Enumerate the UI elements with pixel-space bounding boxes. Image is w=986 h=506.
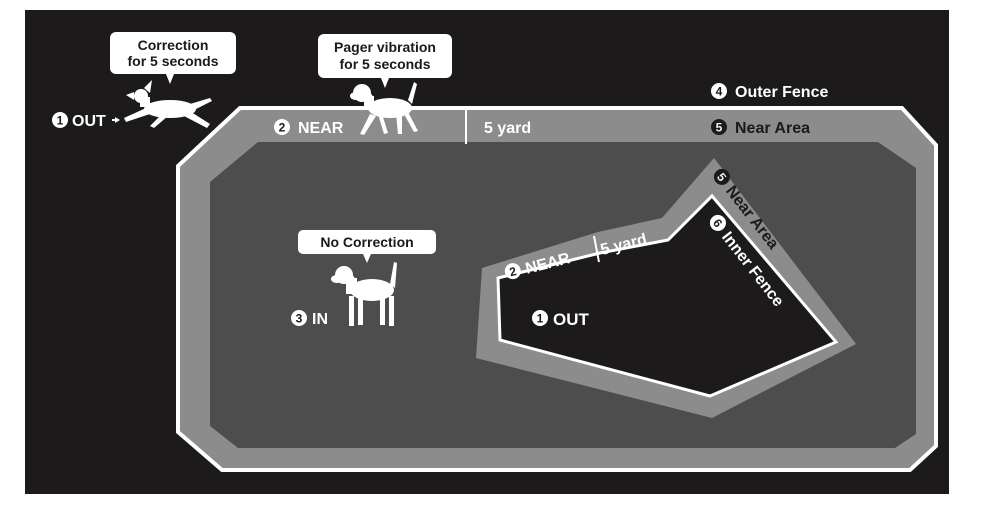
inner-out-text: OUT — [553, 310, 590, 329]
inner-out-label: 1 OUT — [532, 310, 590, 329]
near-area-top-label: 5 Near Area — [711, 119, 810, 137]
correction-line2: for 5 seconds — [127, 53, 218, 69]
outer-fence-label: 4 Outer Fence — [711, 83, 828, 101]
inner-near-divider — [593, 235, 600, 263]
inner-out-number: 1 — [537, 312, 544, 326]
pager-line2: for 5 seconds — [339, 56, 430, 72]
standing-dog-icon — [331, 262, 397, 326]
in-text: IN — [312, 311, 328, 328]
outer-near-label: 2 NEAR — [274, 119, 344, 137]
outer-near-text: NEAR — [298, 120, 344, 137]
outer-fence-text: Outer Fence — [735, 84, 828, 101]
no-correction-text: No Correction — [320, 234, 413, 250]
running-dog-icon — [124, 80, 212, 128]
walking-dog-icon — [350, 82, 418, 135]
in-label: 3 IN — [291, 310, 328, 328]
pager-line1: Pager vibration — [334, 39, 436, 55]
outer-near-number: 2 — [279, 121, 286, 135]
outer-out-number: 1 — [57, 114, 64, 128]
outer-out-label: 1 OUT — [52, 112, 120, 130]
inner-fence — [496, 193, 839, 398]
near-area-top-number: 5 — [716, 121, 723, 135]
near-area-top-text: Near Area — [735, 120, 810, 137]
outer-fence-number: 4 — [716, 85, 723, 99]
outer-near-width: 5 yard — [484, 120, 531, 137]
no-correction-bubble: No Correction — [298, 230, 436, 263]
outer-out-text: OUT — [72, 113, 106, 130]
correction-bubble: Correction for 5 seconds — [110, 32, 236, 84]
correction-line1: Correction — [138, 37, 209, 53]
inner-near-number: 2 — [508, 264, 518, 279]
in-number: 3 — [296, 312, 303, 326]
pager-bubble: Pager vibration for 5 seconds — [318, 34, 452, 88]
